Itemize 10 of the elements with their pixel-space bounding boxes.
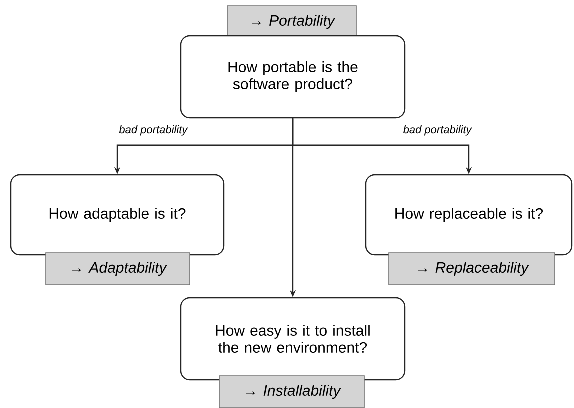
process-box: How adaptable is it? xyxy=(10,174,225,256)
edge-label: bad portability xyxy=(403,126,472,136)
edge-label: bad portability xyxy=(119,126,188,136)
process-box: How replaceable is it? xyxy=(365,174,573,256)
category-tag: → Replaceability xyxy=(388,252,556,286)
category-tag: → Portability xyxy=(227,6,357,38)
category-tag: → Adaptability xyxy=(46,252,190,286)
category-tag: → Installability xyxy=(219,376,365,408)
process-box: How portable is the software product? xyxy=(180,35,406,119)
process-box: How easy is it to install the new environment? xyxy=(180,297,406,381)
